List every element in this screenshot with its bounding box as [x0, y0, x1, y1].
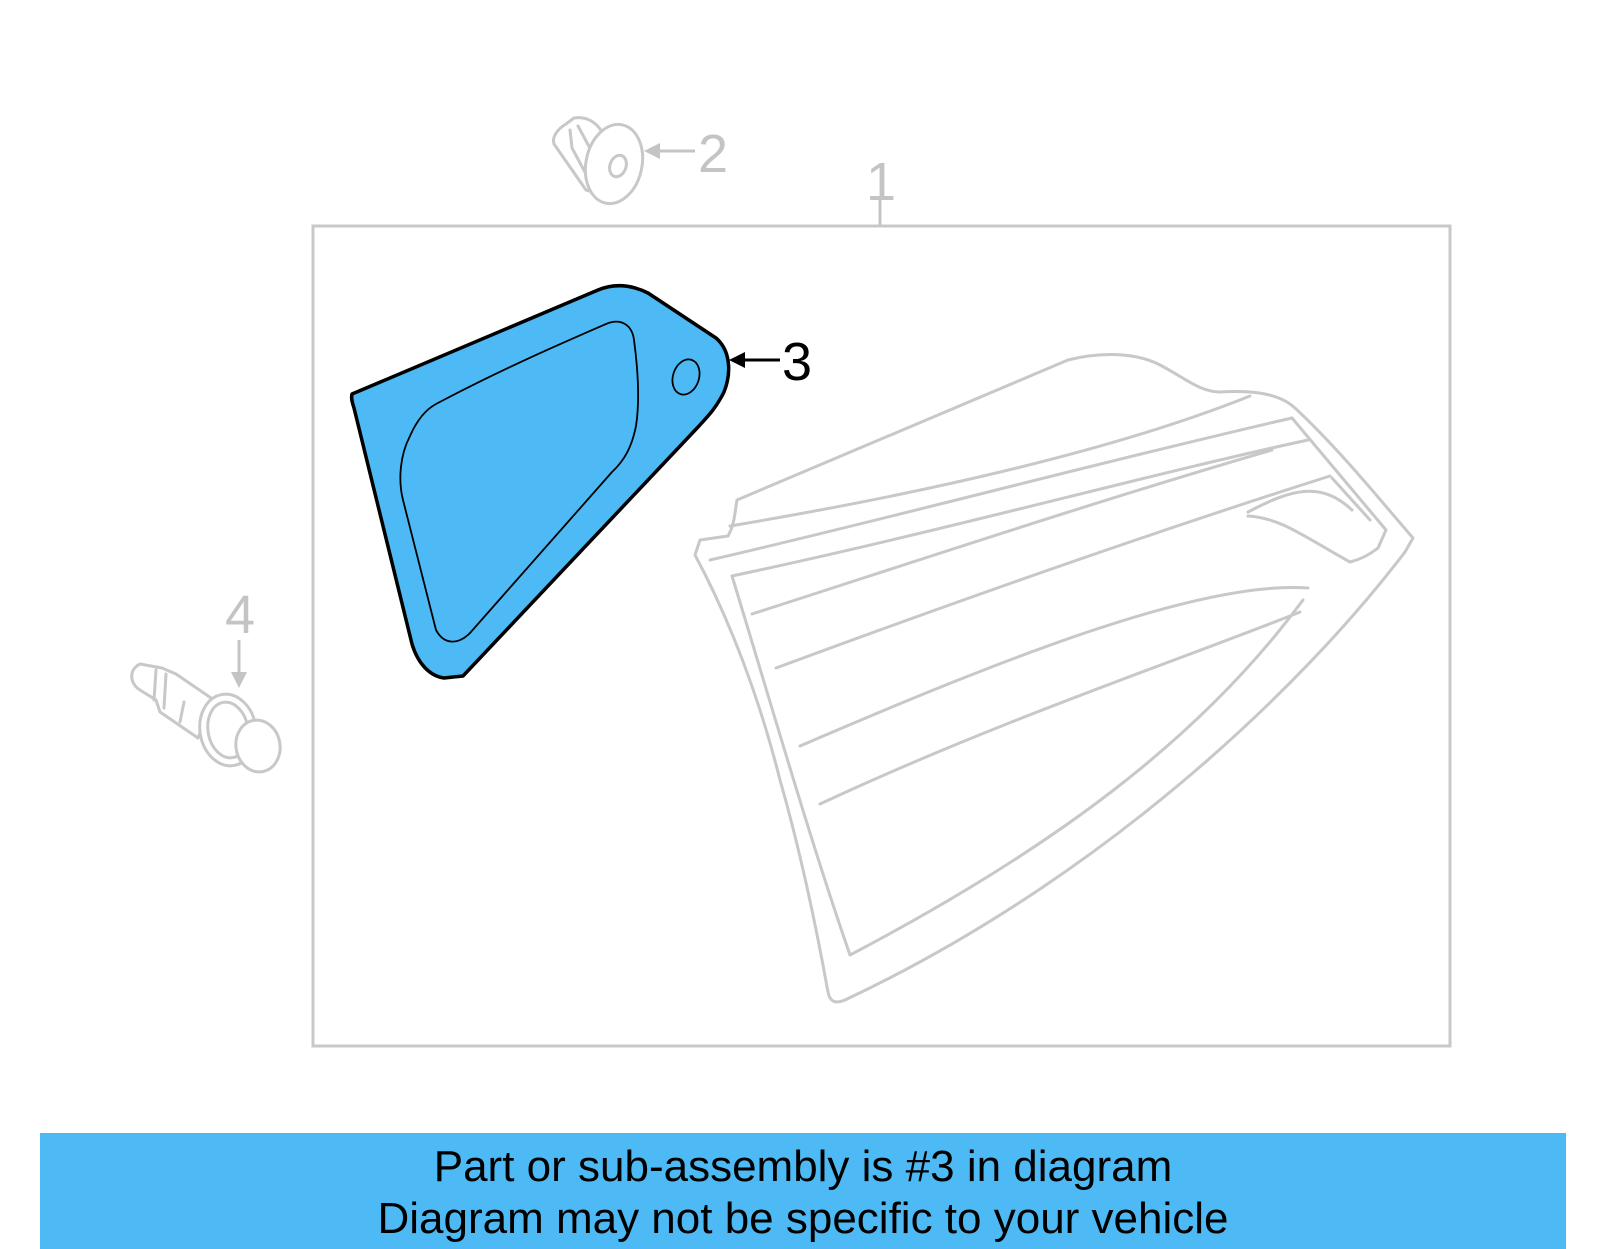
callout-label-3: 3	[782, 332, 812, 392]
callout-label-1: 1	[866, 152, 896, 212]
callout-arrow-3	[729, 352, 780, 368]
gasket-part-3	[349, 284, 731, 680]
bulb-socket-part-4	[130, 662, 282, 774]
callout-arrow-4	[231, 640, 247, 688]
push-clip-part-2	[552, 116, 645, 206]
callout-label-4: 4	[225, 585, 255, 645]
footer-banner: Part or sub-assembly is #3 in diagram Di…	[40, 1133, 1566, 1249]
footer-line-2: Diagram may not be specific to your vehi…	[377, 1194, 1229, 1243]
footer-line-1: Part or sub-assembly is #3 in diagram	[433, 1142, 1173, 1191]
callout-arrow-2	[644, 143, 695, 159]
tail-lamp-lens-part-1	[693, 353, 1415, 1004]
callout-label-2: 2	[698, 124, 728, 184]
